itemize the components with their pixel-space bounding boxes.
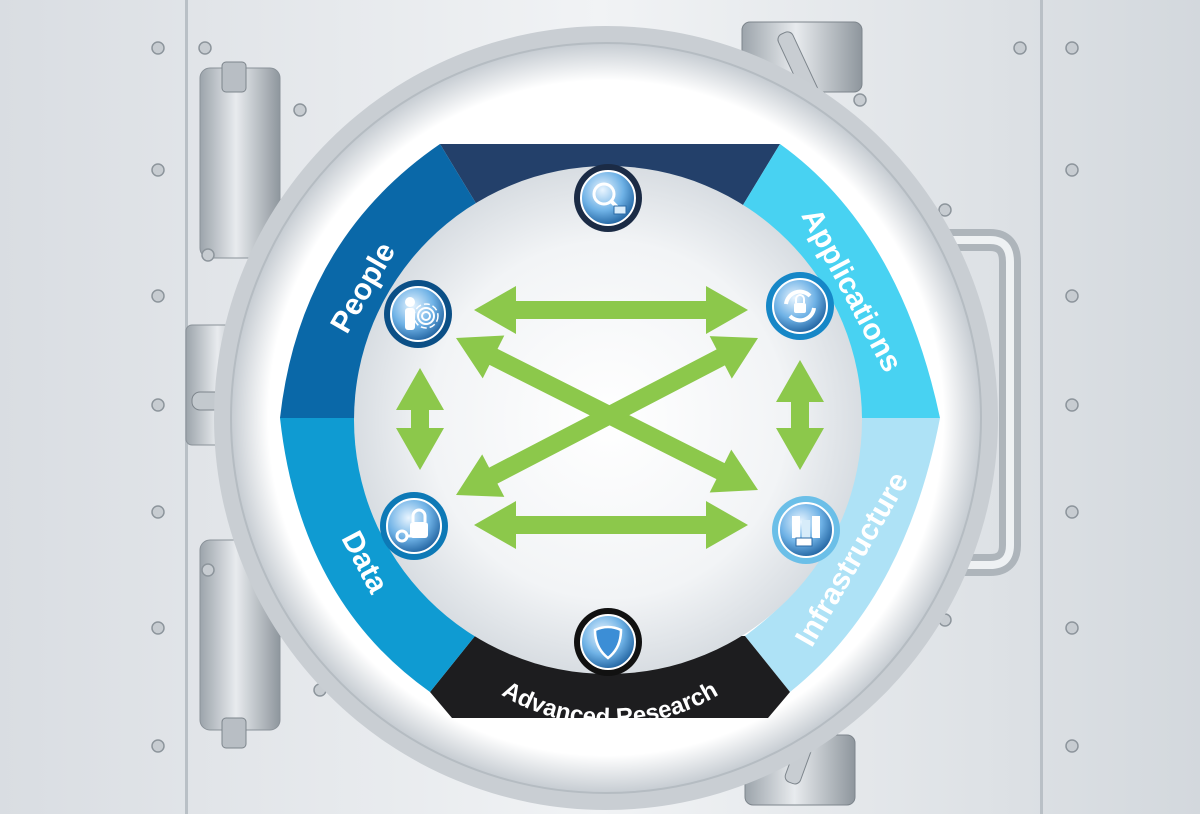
- rivet: [1065, 163, 1079, 177]
- rivet: [151, 289, 165, 303]
- connection-arrows: [396, 286, 824, 549]
- rivet: [1065, 505, 1079, 519]
- rivet: [1065, 739, 1079, 753]
- rivet: [151, 163, 165, 177]
- rivet: [151, 739, 165, 753]
- vault-hinge-top: [199, 61, 281, 259]
- rivet: [151, 621, 165, 635]
- rivet: [1065, 398, 1079, 412]
- rivet: [198, 41, 212, 55]
- rivet: [201, 563, 215, 577]
- rivet: [1065, 41, 1079, 55]
- rivet: [938, 203, 952, 217]
- segment-data: [280, 418, 475, 692]
- panel-seam: [1040, 0, 1043, 814]
- padlock-key-icon: [380, 492, 448, 560]
- arrow-people-data: [396, 368, 444, 470]
- servers-computer-icon: [772, 496, 840, 564]
- rivet: [1065, 621, 1079, 635]
- rivet: [293, 103, 307, 117]
- arrow-people-applications: [474, 286, 748, 334]
- magnifier-chart-icon: [574, 164, 642, 232]
- lock-cycle-icon: [766, 272, 834, 340]
- rivet: [1013, 41, 1027, 55]
- arrow-applications-infrastructure: [776, 360, 824, 470]
- fingerprint-person-icon: [384, 280, 452, 348]
- arrow-data-infrastructure: [474, 501, 748, 549]
- shield-icon: [574, 608, 642, 676]
- segment-infrastructure: [745, 418, 940, 692]
- rivet: [151, 41, 165, 55]
- vault-handle: [919, 229, 1021, 576]
- rivet: [151, 505, 165, 519]
- segment-people: [280, 144, 477, 418]
- rivet: [201, 248, 215, 262]
- rivet: [151, 398, 165, 412]
- segment-applications: [743, 144, 940, 418]
- rivet: [853, 93, 867, 107]
- rivet: [1065, 289, 1079, 303]
- arrow-data-applications: [456, 336, 759, 497]
